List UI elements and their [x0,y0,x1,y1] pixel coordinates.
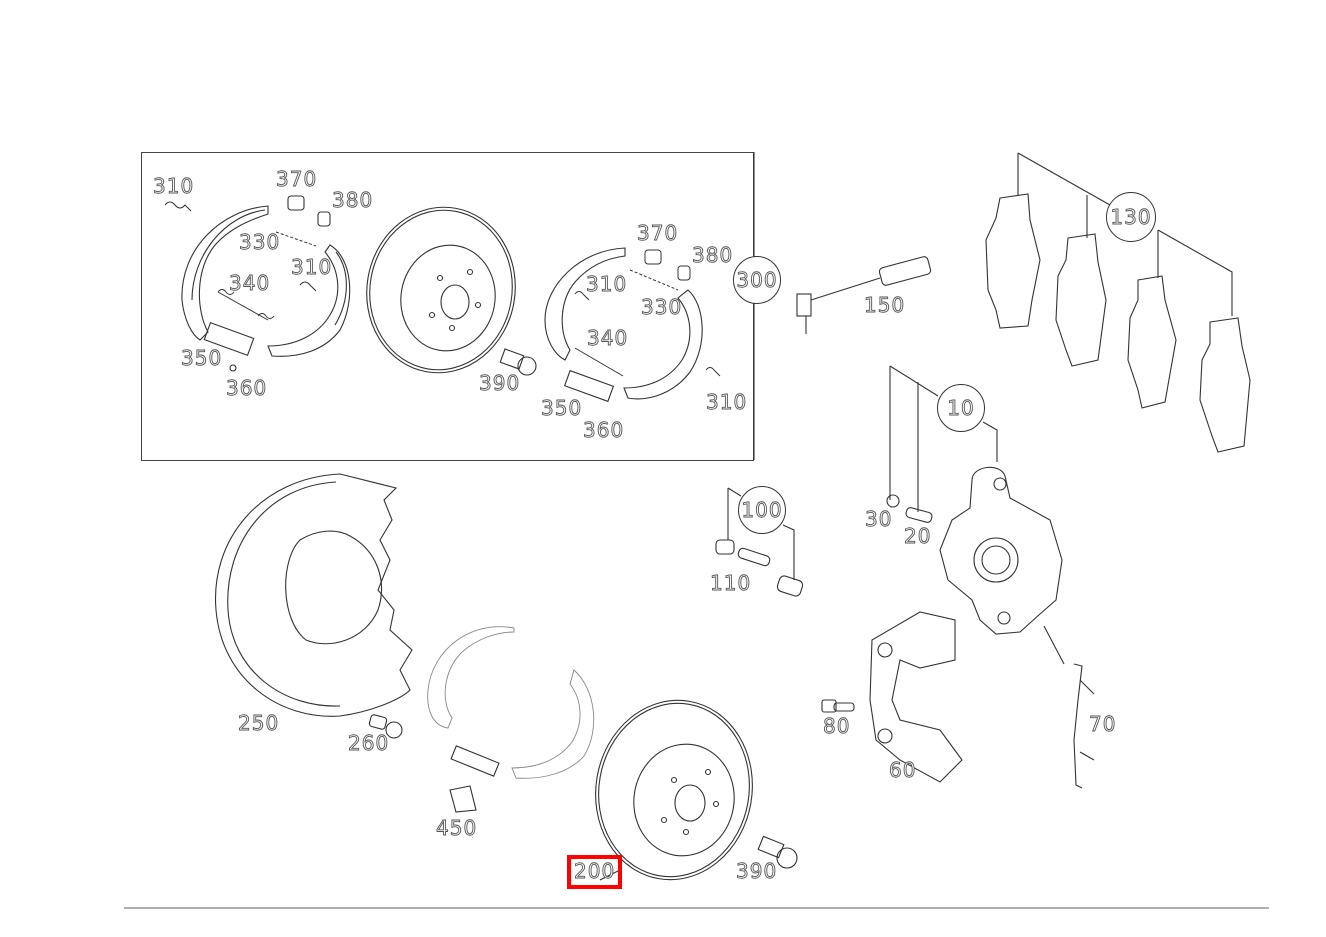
bolt-80-icon [821,699,855,713]
callout-300-label: 300 [736,268,778,293]
callout-100[interactable]: 100 [738,486,786,534]
callout-130[interactable]: 130 [1106,192,1156,242]
part-label-390[interactable]: 390 [479,371,521,395]
part-label-250[interactable]: 250 [238,711,280,735]
brake-pads-130-icon [985,152,1251,453]
highlight-box-200 [567,855,622,889]
part-label-380[interactable]: 380 [332,188,374,212]
callout-100-label: 100 [741,498,783,523]
brake-shoe-right-a-icon [544,247,626,361]
part-label-360[interactable]: 360 [583,418,625,442]
caliper-leaders [889,365,998,512]
part-label-310[interactable]: 310 [586,272,628,296]
brake-disc-200-icon [595,699,753,881]
part-label-310[interactable]: 310 [153,174,195,198]
brake-shoe-left-b-icon [267,244,351,357]
part-label-70[interactable]: 70 [1089,712,1117,736]
handbrake-shoes-bottom-icon [427,626,595,779]
small-parts-370-380-icon [287,195,331,227]
caliper-carrier-60-icon [869,611,963,783]
adjuster-450-area-icon [449,745,500,813]
wear-sensor-150-icon [796,256,932,334]
part-label-450[interactable]: 450 [436,816,478,840]
part-label-20[interactable]: 20 [904,524,932,548]
part-label-150[interactable]: 150 [864,293,906,317]
footer-divider [124,907,1269,909]
caliper-10-icon [939,466,1063,635]
pad-retainer-70-icon [1043,625,1095,789]
callout-300[interactable]: 300 [733,256,781,304]
adjuster-icon-b [563,369,615,403]
brake-disc-inset-icon [366,206,516,374]
part-label-200[interactable]: 200 [574,859,616,883]
spring-icons-right [574,249,721,377]
part-label-80[interactable]: 80 [823,714,851,738]
part-label-360[interactable]: 360 [226,376,268,400]
adjuster-icon-a [203,321,255,372]
guide-pins-100-icon [715,487,804,597]
callout-10-label: 10 [947,396,975,421]
part-label-60[interactable]: 60 [889,758,917,782]
part-label-350[interactable]: 350 [181,346,223,370]
screw-390-inset-icon [499,348,537,376]
brake-shoe-right-b-icon [623,289,703,400]
part-label-340[interactable]: 340 [587,326,629,350]
part-label-110[interactable]: 110 [710,571,752,595]
part-label-380[interactable]: 380 [692,243,734,267]
part-label-310[interactable]: 310 [291,255,333,279]
part-label-370[interactable]: 370 [637,221,679,245]
callout-130-label: 130 [1110,205,1152,230]
part-label-310[interactable]: 310 [706,390,748,414]
part-label-340[interactable]: 340 [229,271,271,295]
dust-shield-250-icon [214,473,413,717]
brake-shoe-left-a-icon [181,205,269,341]
bolt-260-icon [368,714,403,739]
screw-390-icon [757,835,798,869]
bleeder-30-20-icon [886,494,933,523]
part-label-390[interactable]: 390 [736,859,778,883]
callout-10[interactable]: 10 [937,384,985,432]
part-label-350[interactable]: 350 [541,396,583,420]
part-label-370[interactable]: 370 [276,167,318,191]
part-label-260[interactable]: 260 [348,731,390,755]
part-label-330[interactable]: 330 [641,295,683,319]
part-label-330[interactable]: 330 [239,230,281,254]
spring-icons [164,201,317,321]
part-label-30[interactable]: 30 [865,507,893,531]
